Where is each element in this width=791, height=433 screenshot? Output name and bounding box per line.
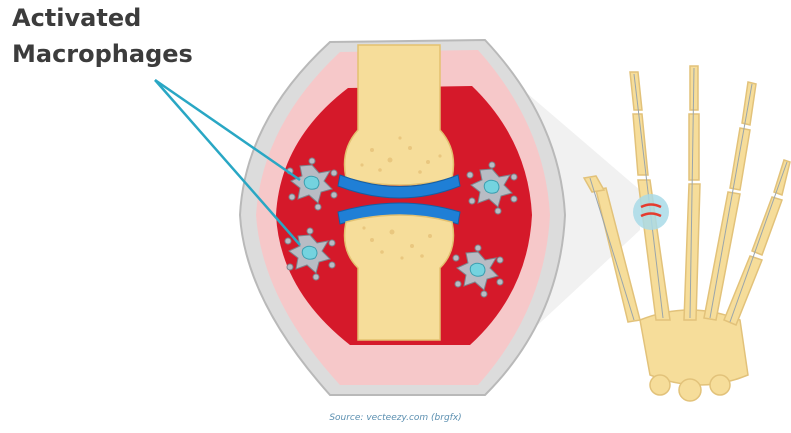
label-title-line-2: Macrophages [12, 40, 193, 68]
synovial-joint [240, 40, 565, 395]
hand-skeleton [584, 66, 790, 401]
source-credit: Source: vecteezy.com (brgfx) [0, 413, 791, 423]
label-title-line-1: Activated [12, 4, 141, 32]
inflamed-joint-highlight [633, 194, 669, 230]
lower-bone [345, 215, 454, 340]
